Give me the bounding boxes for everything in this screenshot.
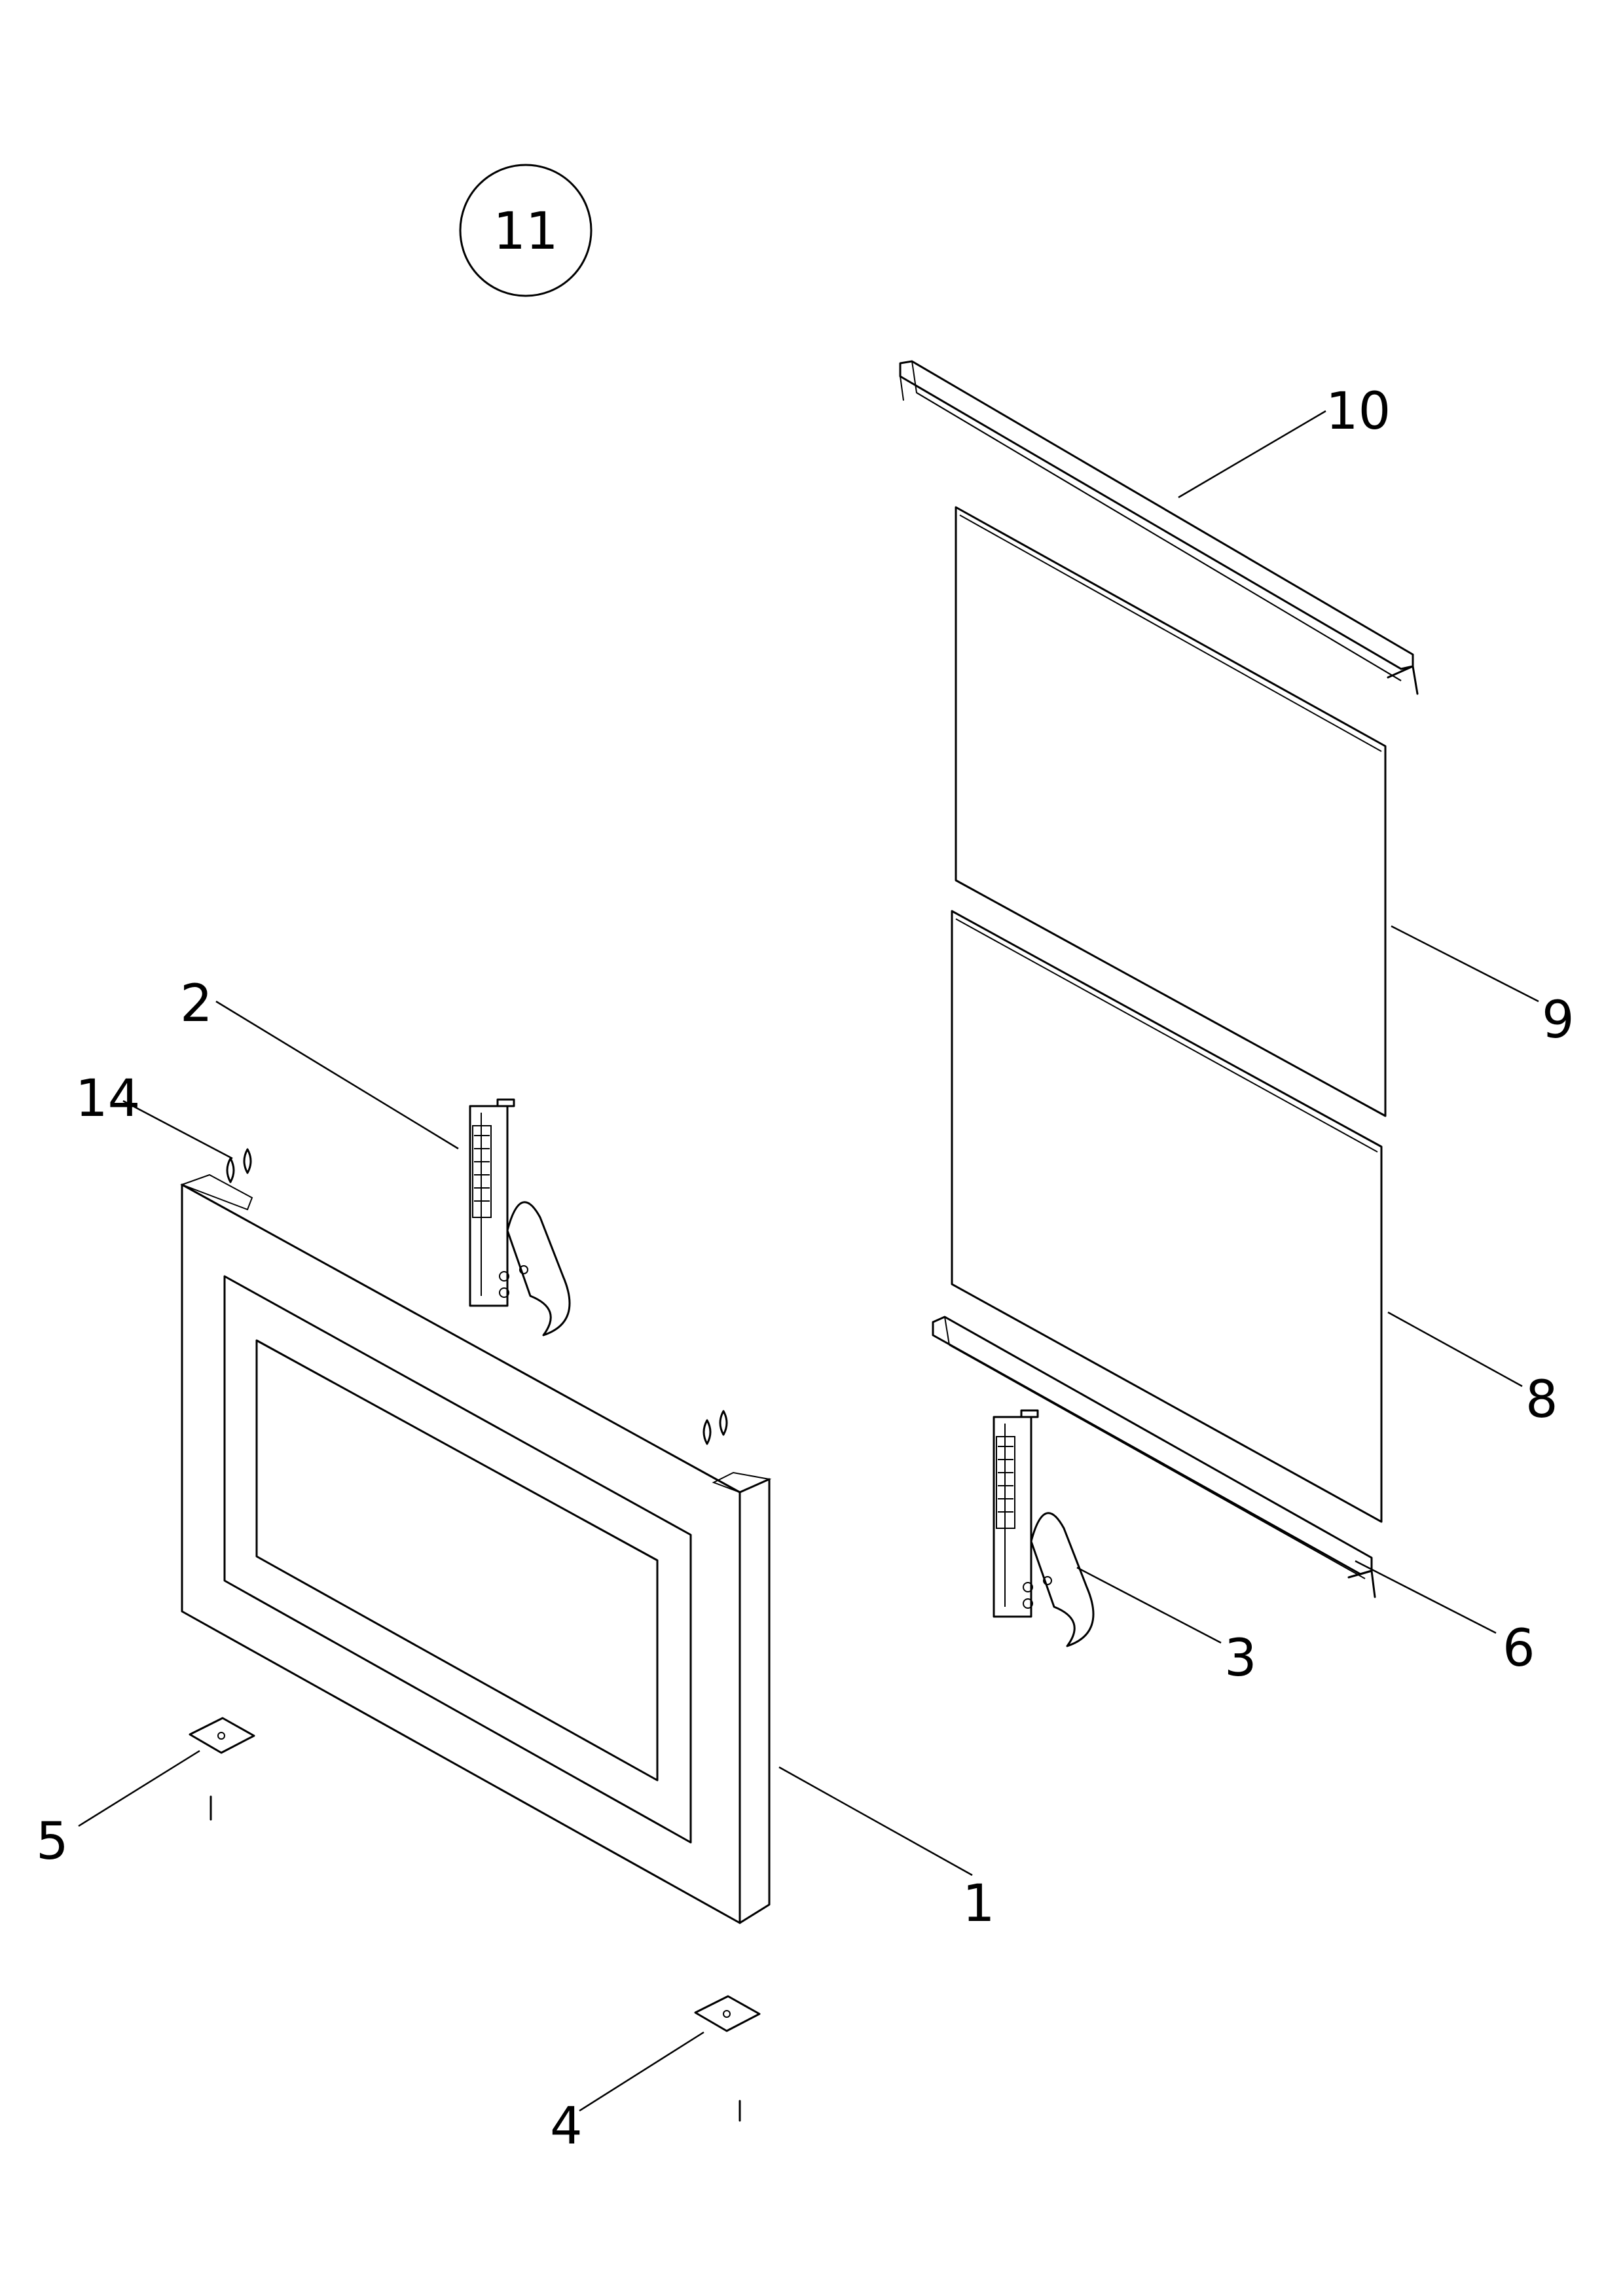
- section-badge: 11: [459, 164, 593, 297]
- hinge-left: [469, 1098, 571, 1336]
- hinge-right: [993, 1409, 1095, 1647]
- callout-2: 2: [180, 975, 213, 1033]
- callout-9: 9: [1542, 991, 1575, 1050]
- callout-5: 5: [36, 1812, 69, 1871]
- bracket-right: [694, 1995, 761, 2122]
- leader-14: [122, 1100, 233, 1160]
- callout-1: 1: [962, 1874, 995, 1933]
- callout-8: 8: [1525, 1371, 1558, 1429]
- bottom-glass-rail: [932, 1316, 1376, 1598]
- upper-glass-pane: [955, 506, 1387, 1117]
- leader-1: [778, 1766, 973, 1876]
- leader-3: [1076, 1566, 1222, 1644]
- callout-3: 3: [1224, 1629, 1257, 1688]
- callout-10: 10: [1326, 382, 1391, 441]
- leader-5: [78, 1749, 200, 1827]
- callout-6: 6: [1503, 1619, 1535, 1678]
- leader-9: [1391, 925, 1539, 1003]
- callout-labels: 10 9 8 6 3 2 14 1 5 4: [36, 382, 1575, 2156]
- callout-4: 4: [550, 2097, 583, 2156]
- leader-4: [579, 2031, 704, 2112]
- clips-pair-right: [702, 1410, 728, 1445]
- leader-lines: [78, 410, 1539, 2112]
- leader-10: [1178, 410, 1326, 499]
- leader-2: [215, 1000, 459, 1150]
- leader-6: [1355, 1560, 1497, 1634]
- lower-glass-pane: [951, 910, 1383, 1523]
- clips-pair-left: [226, 1148, 252, 1183]
- callout-14: 14: [75, 1069, 140, 1128]
- bracket-left: [189, 1717, 255, 1821]
- section-number: 11: [493, 202, 558, 261]
- leader-8: [1387, 1311, 1523, 1388]
- top-glass-rail: [899, 360, 1419, 695]
- outer-door-panel: [180, 1174, 772, 1924]
